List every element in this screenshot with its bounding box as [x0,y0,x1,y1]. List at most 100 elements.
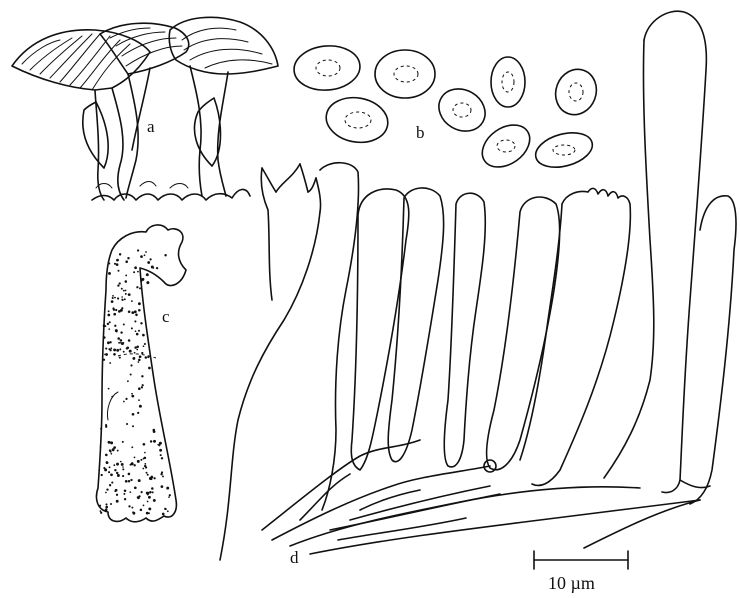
basidium-right [520,188,630,485]
granule [111,396,113,398]
granule [101,474,103,476]
granule [113,353,116,356]
granule [130,479,132,481]
granule [99,505,101,507]
granule [114,490,116,492]
granule [153,440,156,443]
granule [134,486,137,489]
granule [119,357,121,359]
granule [124,298,126,300]
granule [108,310,110,312]
granule [142,384,144,386]
granule [122,299,124,301]
spore [292,43,362,93]
granule [129,350,132,353]
granule [143,458,145,460]
basidiole [388,188,443,462]
granule [114,263,116,265]
spore [532,127,596,173]
granule [121,342,124,345]
granule [136,345,139,348]
basidiole [444,193,485,467]
granule [137,496,140,499]
granule [118,310,121,313]
panel-b-spores [292,43,602,175]
granule [125,398,127,400]
spore [474,116,537,175]
granule [143,443,146,446]
granule [105,506,108,509]
granule [146,472,148,474]
granule [147,356,149,358]
granule [141,386,143,388]
granule [141,491,143,493]
granule [144,254,146,256]
granule [121,288,123,290]
granule [152,491,154,493]
granule [140,255,143,258]
granule [169,494,171,496]
spore [491,57,525,107]
granule [109,362,111,364]
granule [140,509,143,512]
granule [138,309,141,312]
granule [157,444,159,446]
granule [121,296,123,298]
granule [153,477,155,479]
subhymenium [262,440,700,554]
granule [161,471,163,473]
granule [165,508,167,510]
granule [143,345,145,347]
granule [161,457,163,459]
granule [127,380,129,382]
granule [128,293,131,296]
granule [118,270,120,272]
cystidium [604,11,706,492]
basidiole [487,197,560,470]
granule [131,462,134,465]
label-c: c [162,307,170,326]
granule [122,441,124,443]
granule [151,487,154,490]
spore [549,64,602,121]
granule [108,272,111,275]
granule [116,349,119,352]
granule [128,505,130,507]
granule [103,359,105,361]
spore [323,93,392,147]
granule [123,351,125,353]
granule [117,297,119,299]
granule [116,494,118,496]
granule [119,282,121,284]
granule [138,399,140,401]
granule [110,453,112,455]
granule [166,487,169,490]
granule [105,503,107,505]
granule [118,342,120,344]
granule [145,251,147,253]
granule [146,281,149,284]
granule [127,257,129,259]
granule [105,353,108,356]
granule [131,311,134,314]
granule [109,321,111,323]
granule [151,266,154,269]
granule [149,477,152,480]
granule [140,322,142,324]
granule [123,290,125,292]
granule [134,320,136,322]
granule [137,271,139,273]
granule [134,464,136,466]
granule [148,512,150,514]
granule [124,498,126,500]
granule [130,374,132,376]
granule [153,499,156,502]
granule [105,492,107,494]
granule [112,295,114,297]
granule [116,263,119,266]
granule [139,405,142,408]
granule [110,473,113,476]
granule [120,339,123,342]
granule [121,307,123,309]
granule [116,259,119,262]
